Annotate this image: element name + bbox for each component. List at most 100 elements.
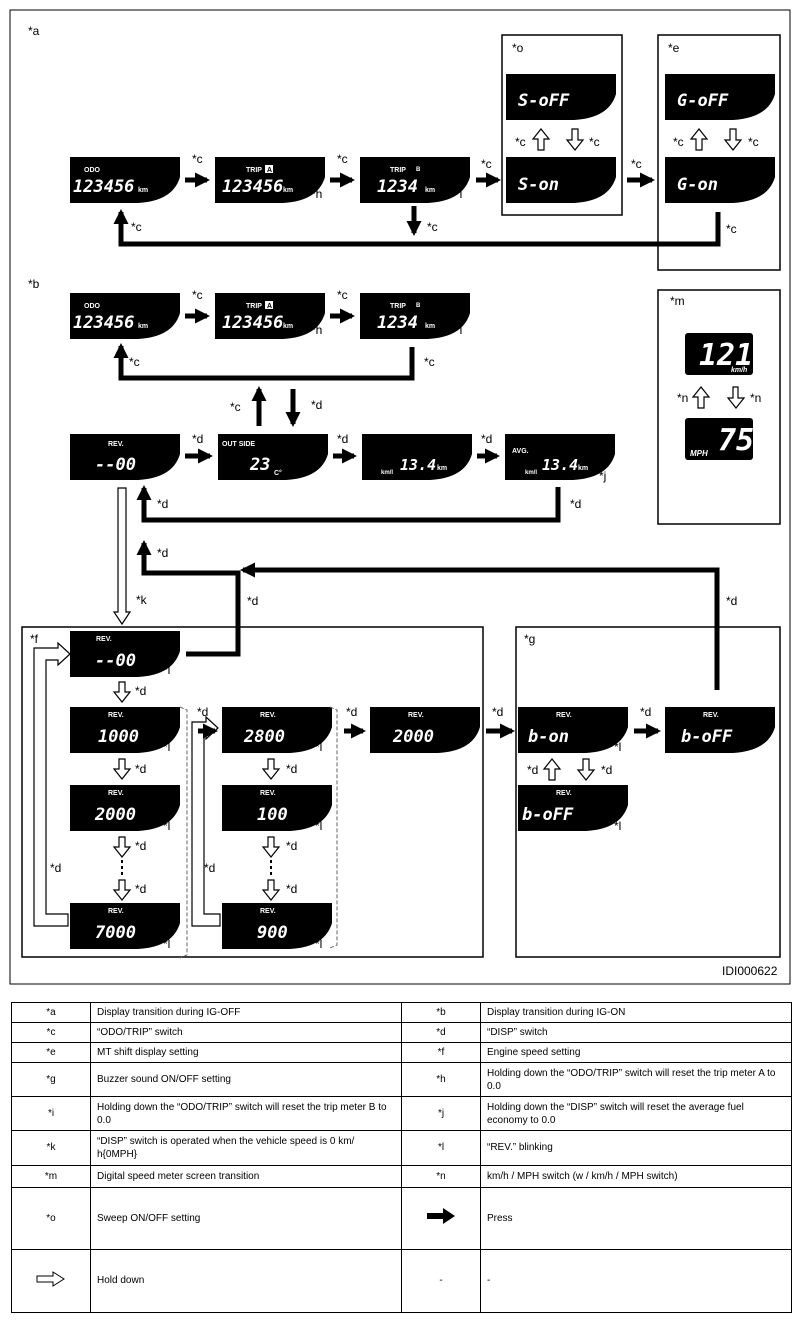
display-rev-2000b-value: 2000 [392, 727, 434, 747]
buzzer-setting-box [515, 626, 781, 958]
display-average-fuel: AVG. km/l 13.4 km [505, 434, 615, 480]
label-l: *l [163, 740, 170, 754]
hold-arrow-down-icon [261, 758, 281, 780]
display-odo-value: 123456 [73, 313, 134, 333]
label-d: *d [192, 432, 203, 446]
display-trip-a-unit: km [283, 187, 293, 194]
engine-speed-setting-box [21, 626, 484, 958]
legend-hold-symbol [11, 1248, 91, 1314]
display-trip-a-ig-on: TRIP A 123456 km [215, 293, 325, 339]
legend-value: Holding down the “ODO/TRIP” switch will … [90, 1096, 402, 1132]
display-odo-word: ODO [84, 303, 101, 310]
label-n: *n [750, 391, 761, 405]
legend-value: MT shift display setting [90, 1042, 402, 1064]
label-d: *d [135, 882, 146, 896]
display-rev-word: REV. [408, 712, 424, 719]
display-outside-unit: C° [274, 469, 282, 477]
display-fuel-km: km [437, 465, 447, 472]
legend-key: *l [401, 1130, 481, 1166]
legend-key: *m [11, 1164, 91, 1188]
legend-key: *a [11, 1001, 91, 1024]
display-trip-b-unit: km [425, 187, 435, 194]
display-buzzer-on: REV. b-on [518, 707, 628, 753]
label-d: *d [726, 594, 737, 608]
hold-arrow-down-icon [112, 758, 132, 780]
legend-value: “DISP” switch [480, 1022, 792, 1044]
label-b: *b [28, 277, 40, 291]
hold-arrow-down-icon [565, 128, 585, 151]
display-rev-word: REV. [260, 712, 276, 719]
label-c: *c [337, 288, 348, 302]
label-d: *d [527, 763, 538, 777]
display-rev-100-value: 100 [257, 805, 288, 825]
hold-arrow-loop-icon [33, 641, 71, 927]
label-g: *g [524, 632, 535, 646]
label-l: *l [315, 819, 322, 833]
display-rev-900-value: 900 [257, 923, 288, 943]
hold-arrow-down-long-icon [112, 487, 132, 626]
hold-arrow-down-icon [261, 836, 281, 858]
label-c: *c [424, 355, 435, 369]
legend-key: *n [401, 1164, 481, 1188]
display-speed-kmh-value: 121 [699, 338, 753, 373]
display-avg-unit: km/l [525, 470, 537, 476]
speed-meter-box [657, 289, 781, 525]
display-rev-word: REV. [556, 790, 572, 797]
display-rev-100: REV. 100 [222, 785, 332, 831]
display-buzzer-off-blink: REV. b-oFF [518, 785, 628, 831]
hold-arrow-icon [36, 1270, 65, 1287]
display-rev-7000-value: 7000 [95, 923, 136, 943]
label-j: *j [599, 469, 606, 483]
hold-arrow-down-icon [726, 386, 746, 409]
label-d: *d [337, 432, 348, 446]
display-speed-mph-unit: MPH [690, 449, 708, 458]
label-d: *d [157, 497, 168, 511]
outer-frame [9, 9, 791, 985]
shift-setting-box [657, 34, 781, 271]
legend-value: Press [480, 1186, 792, 1250]
display-rev-value: --00 [95, 651, 136, 671]
label-m: *m [670, 294, 685, 308]
legend-value: Holding down the “DISP” switch will rese… [480, 1096, 792, 1132]
display-trip-b-unit: km [425, 323, 435, 330]
display-fuel-value: 13.4 [400, 456, 436, 474]
display-trip-b-word: TRIP [390, 303, 406, 310]
display-rev: REV. --00 [70, 434, 180, 480]
display-rev-7000: REV. 7000 [70, 903, 180, 949]
label-d: *d [197, 705, 208, 719]
display-rev-1000-value: 1000 [98, 727, 139, 747]
legend-row: *o Sweep ON/OFF setting Press [11, 1186, 792, 1250]
display-fuel-unit: km/l [381, 470, 393, 476]
label-c: *c [631, 157, 642, 171]
legend-row: *k “DISP” switch is operated when the ve… [11, 1130, 792, 1166]
legend-key: *c [11, 1022, 91, 1044]
legend-row: *i Holding down the “ODO/TRIP” switch wi… [11, 1096, 792, 1132]
label-l: *l [163, 663, 170, 677]
display-odo-unit: km [138, 323, 148, 330]
display-trip-a-value: 123456 [222, 177, 283, 197]
hold-arrow-loop-icon [191, 715, 221, 927]
label-l: *l [614, 819, 621, 833]
press-arrow-return [113, 343, 415, 381]
display-rev-word: REV. [108, 908, 124, 915]
legend-key: *f [401, 1042, 481, 1064]
label-c: *c [589, 135, 600, 149]
label-d: *d [311, 398, 322, 412]
legend-row: *a Display transition during IG-OFF *b D… [11, 1001, 792, 1024]
label-l: *l [614, 740, 621, 754]
display-trip-b-value: 1234 [377, 177, 418, 197]
display-shift-on-text: G-on [677, 175, 718, 195]
legend-value: Digital speed meter screen transition [90, 1164, 402, 1188]
legend-key: *g [11, 1062, 91, 1098]
display-trip-a-badge: A [267, 303, 272, 310]
hold-arrow-down-icon [112, 836, 132, 858]
display-rev-2800-value: 2800 [243, 727, 285, 747]
legend-key: *i [11, 1096, 91, 1132]
hold-arrow-up-icon [542, 758, 562, 781]
figure-id: IDI000622 [722, 964, 778, 978]
display-trip-b-badge: B [416, 167, 421, 173]
display-rev-1000: REV. 1000 [70, 707, 180, 753]
legend-key: *e [11, 1042, 91, 1064]
hold-arrow-down-icon [112, 681, 132, 703]
legend-row: *e MT shift display setting *f Engine sp… [11, 1042, 792, 1064]
